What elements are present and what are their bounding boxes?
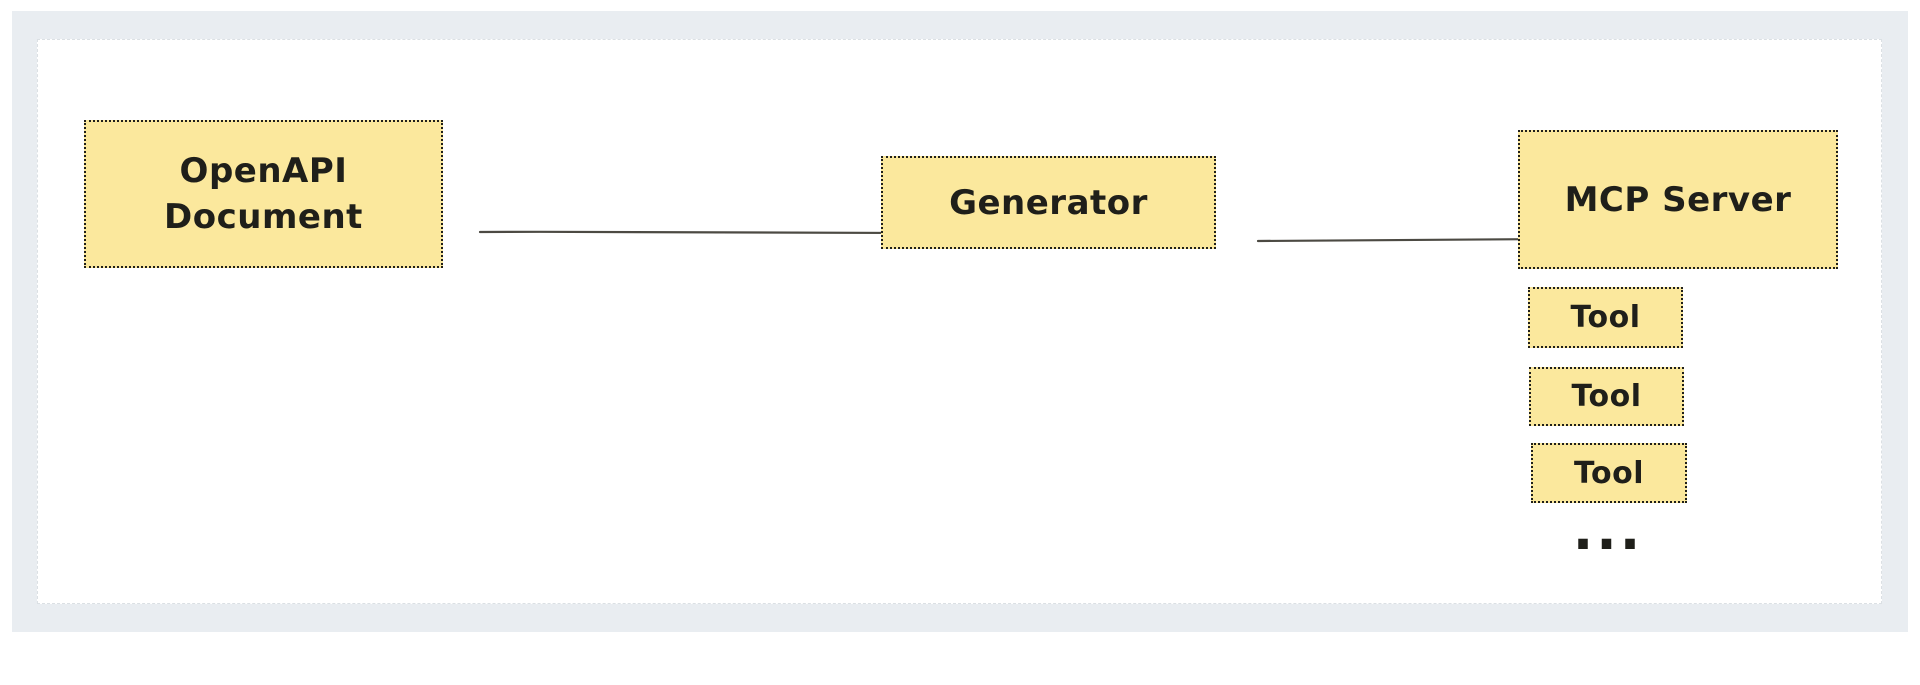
node-tool-1-label: Tool: [1570, 300, 1641, 335]
node-mcp-server-label: MCP Server: [1564, 179, 1792, 220]
node-mcp-server: MCP Server: [1518, 130, 1838, 269]
node-generator-label: Generator: [949, 182, 1148, 223]
arrow-generator-to-mcp-server: [1256, 225, 1554, 254]
node-tool-3: Tool: [1531, 443, 1687, 503]
node-tool-2-label: Tool: [1571, 379, 1642, 414]
node-tool-3-label: Tool: [1574, 455, 1644, 491]
diagram-canvas: OpenAPI Document Generator MCP Server To…: [37, 39, 1882, 604]
node-tool-2: Tool: [1529, 367, 1684, 426]
arrow-openapi-to-generator: [478, 219, 918, 249]
node-tool-1: Tool: [1528, 287, 1683, 348]
node-openapi-document-label: OpenAPI Document: [164, 151, 363, 237]
node-openapi-document: OpenAPI Document: [84, 120, 443, 268]
more-tools-ellipsis: ...: [1572, 499, 1644, 562]
node-generator: Generator: [881, 156, 1216, 249]
